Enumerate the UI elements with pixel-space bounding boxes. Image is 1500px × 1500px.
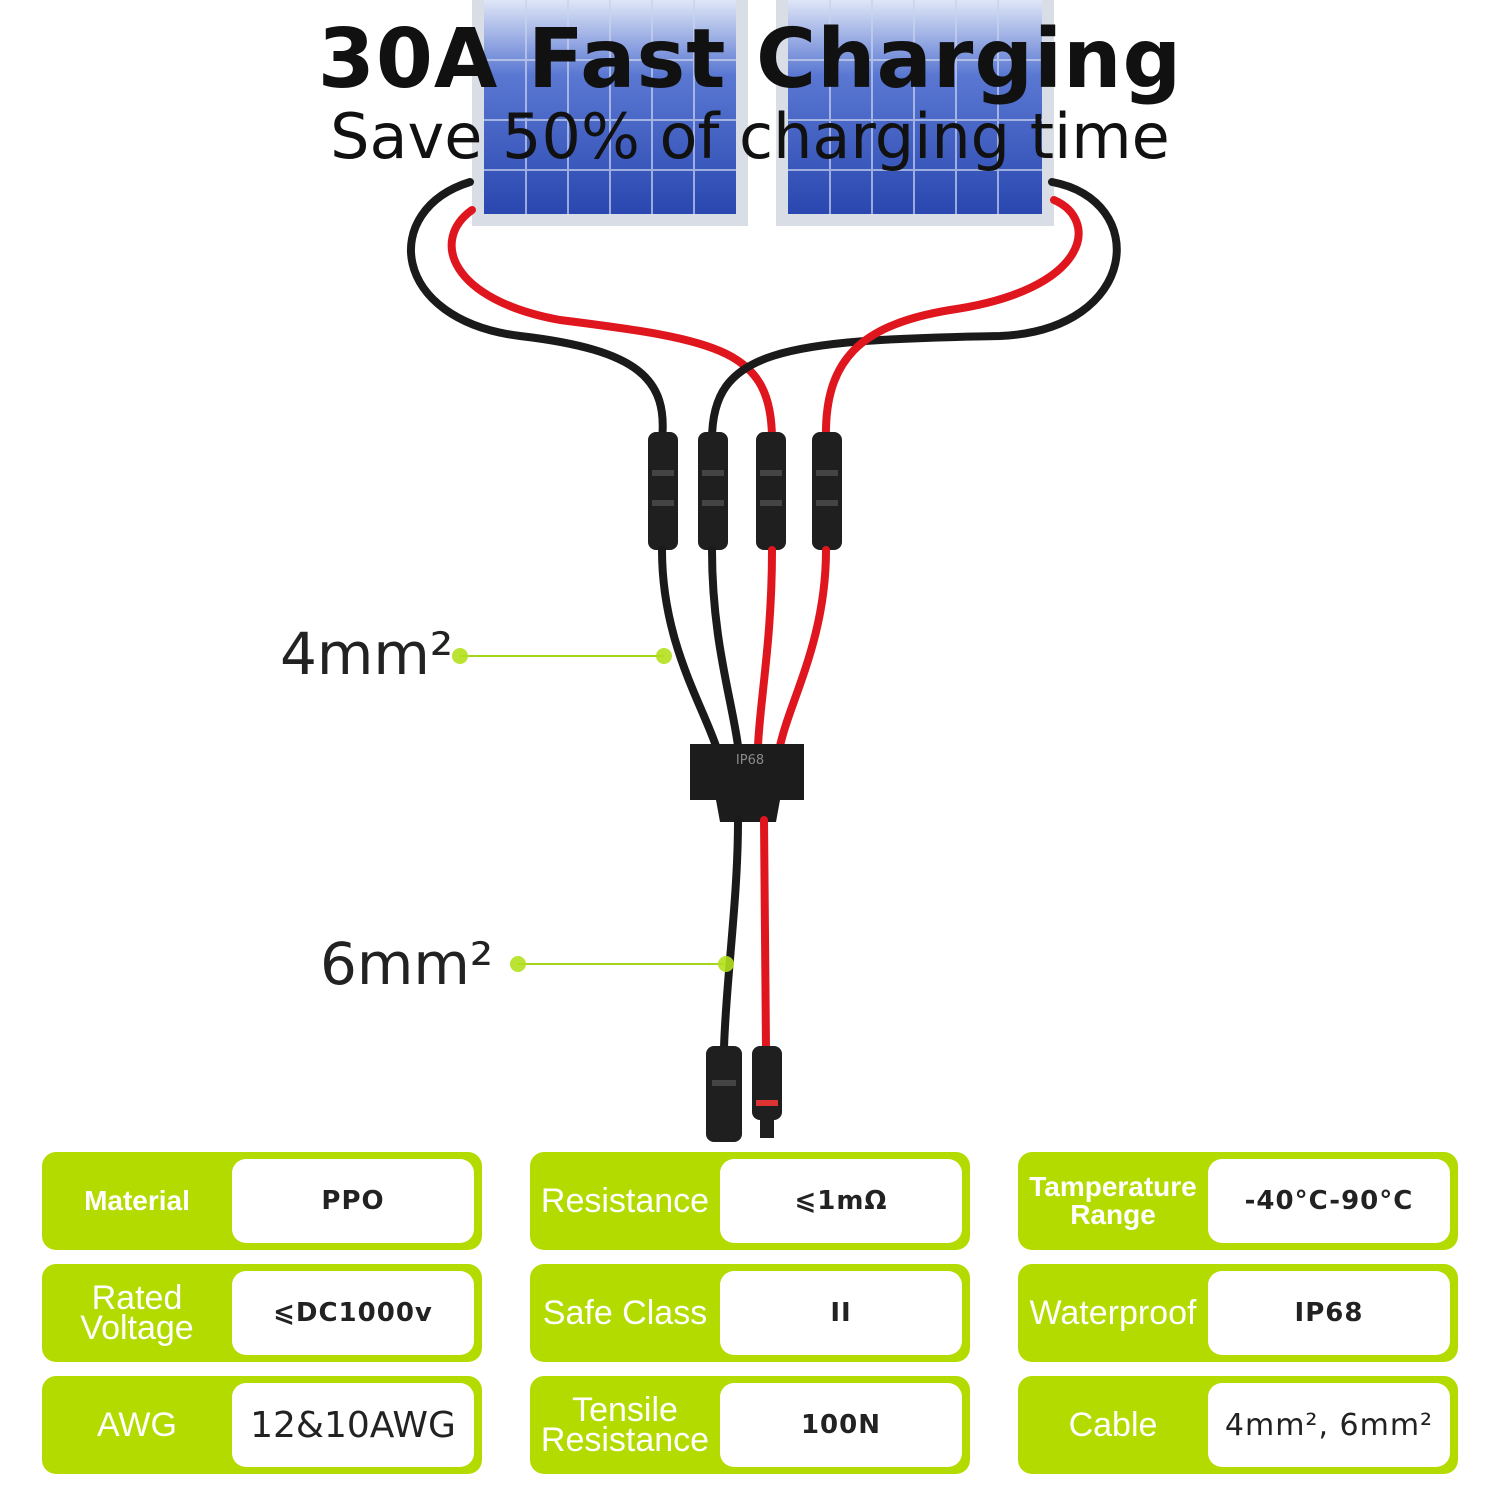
spec-label: Waterproof <box>1029 1294 1197 1332</box>
spec-cable: Cable 4mm², 6mm² <box>1018 1376 1458 1474</box>
spec-awg: AWG 12&10AWG <box>42 1376 482 1474</box>
branch-cable-label: 4mm² <box>280 620 454 688</box>
hub-label: IP68 <box>736 753 764 768</box>
connector-1 <box>648 432 678 550</box>
spec-value: 12&10AWG <box>232 1383 474 1467</box>
spec-table: Material PPO Resistance ⩽1mΩ Tamperature… <box>42 1152 1458 1482</box>
connector-4 <box>812 432 842 550</box>
spec-label: Tensile Resistance <box>540 1391 710 1459</box>
spec-label: Resistance <box>540 1182 710 1220</box>
spec-value: ⩽1mΩ <box>720 1159 962 1243</box>
output-connector-male <box>752 1046 782 1138</box>
output-cable-label: 6mm² <box>320 930 494 998</box>
spec-value: ⩽DC1000v <box>232 1271 474 1355</box>
headline-subtitle: Save 50% of charging time <box>330 100 1170 173</box>
spec-value: PPO <box>232 1159 474 1243</box>
spec-tensile-resistance: Tensile Resistance 100N <box>530 1376 970 1474</box>
callout-branch <box>452 648 672 664</box>
spec-material: Material PPO <box>42 1152 482 1250</box>
spec-value: 4mm², 6mm² <box>1208 1383 1450 1467</box>
spec-value: II <box>720 1271 962 1355</box>
output-wires <box>720 816 770 1052</box>
spec-rated-voltage: Rated Voltage ⩽DC1000v <box>42 1264 482 1362</box>
y-hub: IP68 <box>690 744 804 822</box>
spec-value: IP68 <box>1208 1271 1450 1355</box>
product-illustration: IP68 <box>406 0 1121 1142</box>
spec-temperature-range: Tamperature Range -40°C-90°C <box>1018 1152 1458 1250</box>
output-connector-female <box>706 1046 742 1142</box>
solar-panel-right <box>776 0 1054 226</box>
spec-label: AWG <box>97 1406 177 1444</box>
connector-2 <box>698 432 728 550</box>
solar-panel-left <box>472 0 748 226</box>
callout-output <box>510 956 734 972</box>
spec-safe-class: Safe Class II <box>530 1264 970 1362</box>
spec-label: Safe Class <box>542 1294 708 1332</box>
spec-label: Rated Voltage <box>80 1279 194 1347</box>
branch-connectors <box>648 432 842 550</box>
branch-wires <box>658 546 830 750</box>
spec-waterproof: Waterproof IP68 <box>1018 1264 1458 1362</box>
panel-wires <box>406 178 1121 444</box>
connector-3 <box>756 432 786 550</box>
spec-label: Tamperature Range <box>1029 1171 1197 1230</box>
spec-value: 100N <box>720 1383 962 1467</box>
spec-resistance: Resistance ⩽1mΩ <box>530 1152 970 1250</box>
spec-label: Cable <box>1068 1406 1158 1444</box>
spec-value: -40°C-90°C <box>1208 1159 1450 1243</box>
headline-title: 30A Fast Charging <box>317 12 1183 107</box>
spec-label: Material <box>84 1185 190 1216</box>
